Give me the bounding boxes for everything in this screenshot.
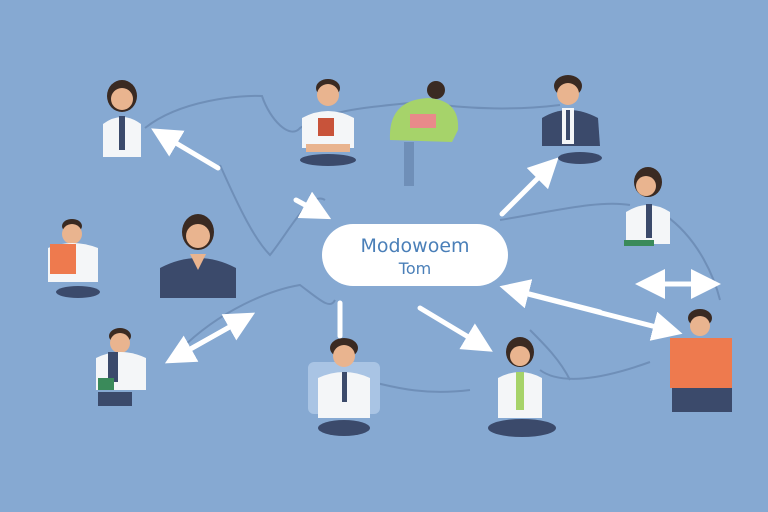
stand <box>404 142 414 186</box>
connector-line <box>144 94 421 133</box>
tie <box>646 204 652 238</box>
arrow-lower-left-b <box>164 317 245 364</box>
laptop <box>306 144 350 152</box>
legs <box>98 392 132 406</box>
tie <box>342 372 347 402</box>
person-top-green-reader <box>389 81 459 186</box>
face <box>111 88 133 110</box>
person-top-left-woman <box>103 80 141 157</box>
connector-line <box>179 283 336 351</box>
connector-line <box>499 202 631 221</box>
connector-line <box>539 361 651 380</box>
tie <box>566 110 570 140</box>
arrow-upper-left <box>151 128 221 171</box>
book <box>50 244 76 274</box>
hub-title-line1: Modowoem <box>360 235 469 257</box>
legs <box>56 286 100 298</box>
face <box>186 224 210 248</box>
face <box>636 176 656 196</box>
person-bottom-center-woman <box>488 337 556 437</box>
arrow-upper-right <box>499 157 559 217</box>
legs <box>488 419 556 437</box>
hub-pill <box>322 224 508 286</box>
tie <box>516 372 524 410</box>
person-center-left-woman <box>160 214 236 298</box>
person-bottom-left-man <box>96 328 146 406</box>
face <box>62 224 82 244</box>
connector-line <box>664 214 721 301</box>
legs <box>672 388 732 412</box>
person-bottom-mid-man <box>308 338 380 436</box>
arrow-center-lower <box>417 305 493 352</box>
collar <box>190 254 206 270</box>
torso <box>160 258 236 298</box>
face <box>690 316 710 336</box>
face <box>333 345 355 367</box>
face <box>317 84 339 106</box>
flow-arrows <box>151 128 721 364</box>
cup <box>98 378 114 390</box>
connector-line <box>529 329 571 381</box>
face <box>557 83 579 105</box>
person-top-mid-laptop <box>300 79 356 166</box>
laptop <box>624 240 654 246</box>
legs <box>558 152 602 164</box>
face <box>427 81 445 99</box>
person-top-right-suit <box>542 75 602 164</box>
tie <box>108 352 118 382</box>
person-right-woman <box>624 167 670 246</box>
hub-node: Modowoem Tom <box>322 224 508 286</box>
person-left-orange-book <box>48 219 100 298</box>
arrow-upper-center <box>293 191 332 220</box>
book <box>318 118 334 136</box>
hub-title-line2: Tom <box>398 259 431 278</box>
book <box>410 114 436 128</box>
torso <box>670 338 732 388</box>
face <box>110 333 130 353</box>
legs <box>318 420 370 436</box>
tie <box>119 116 125 150</box>
person-bottom-right-orange <box>670 309 732 412</box>
arrow-long-right-back <box>499 279 603 315</box>
legs <box>300 154 356 166</box>
face <box>510 346 530 366</box>
